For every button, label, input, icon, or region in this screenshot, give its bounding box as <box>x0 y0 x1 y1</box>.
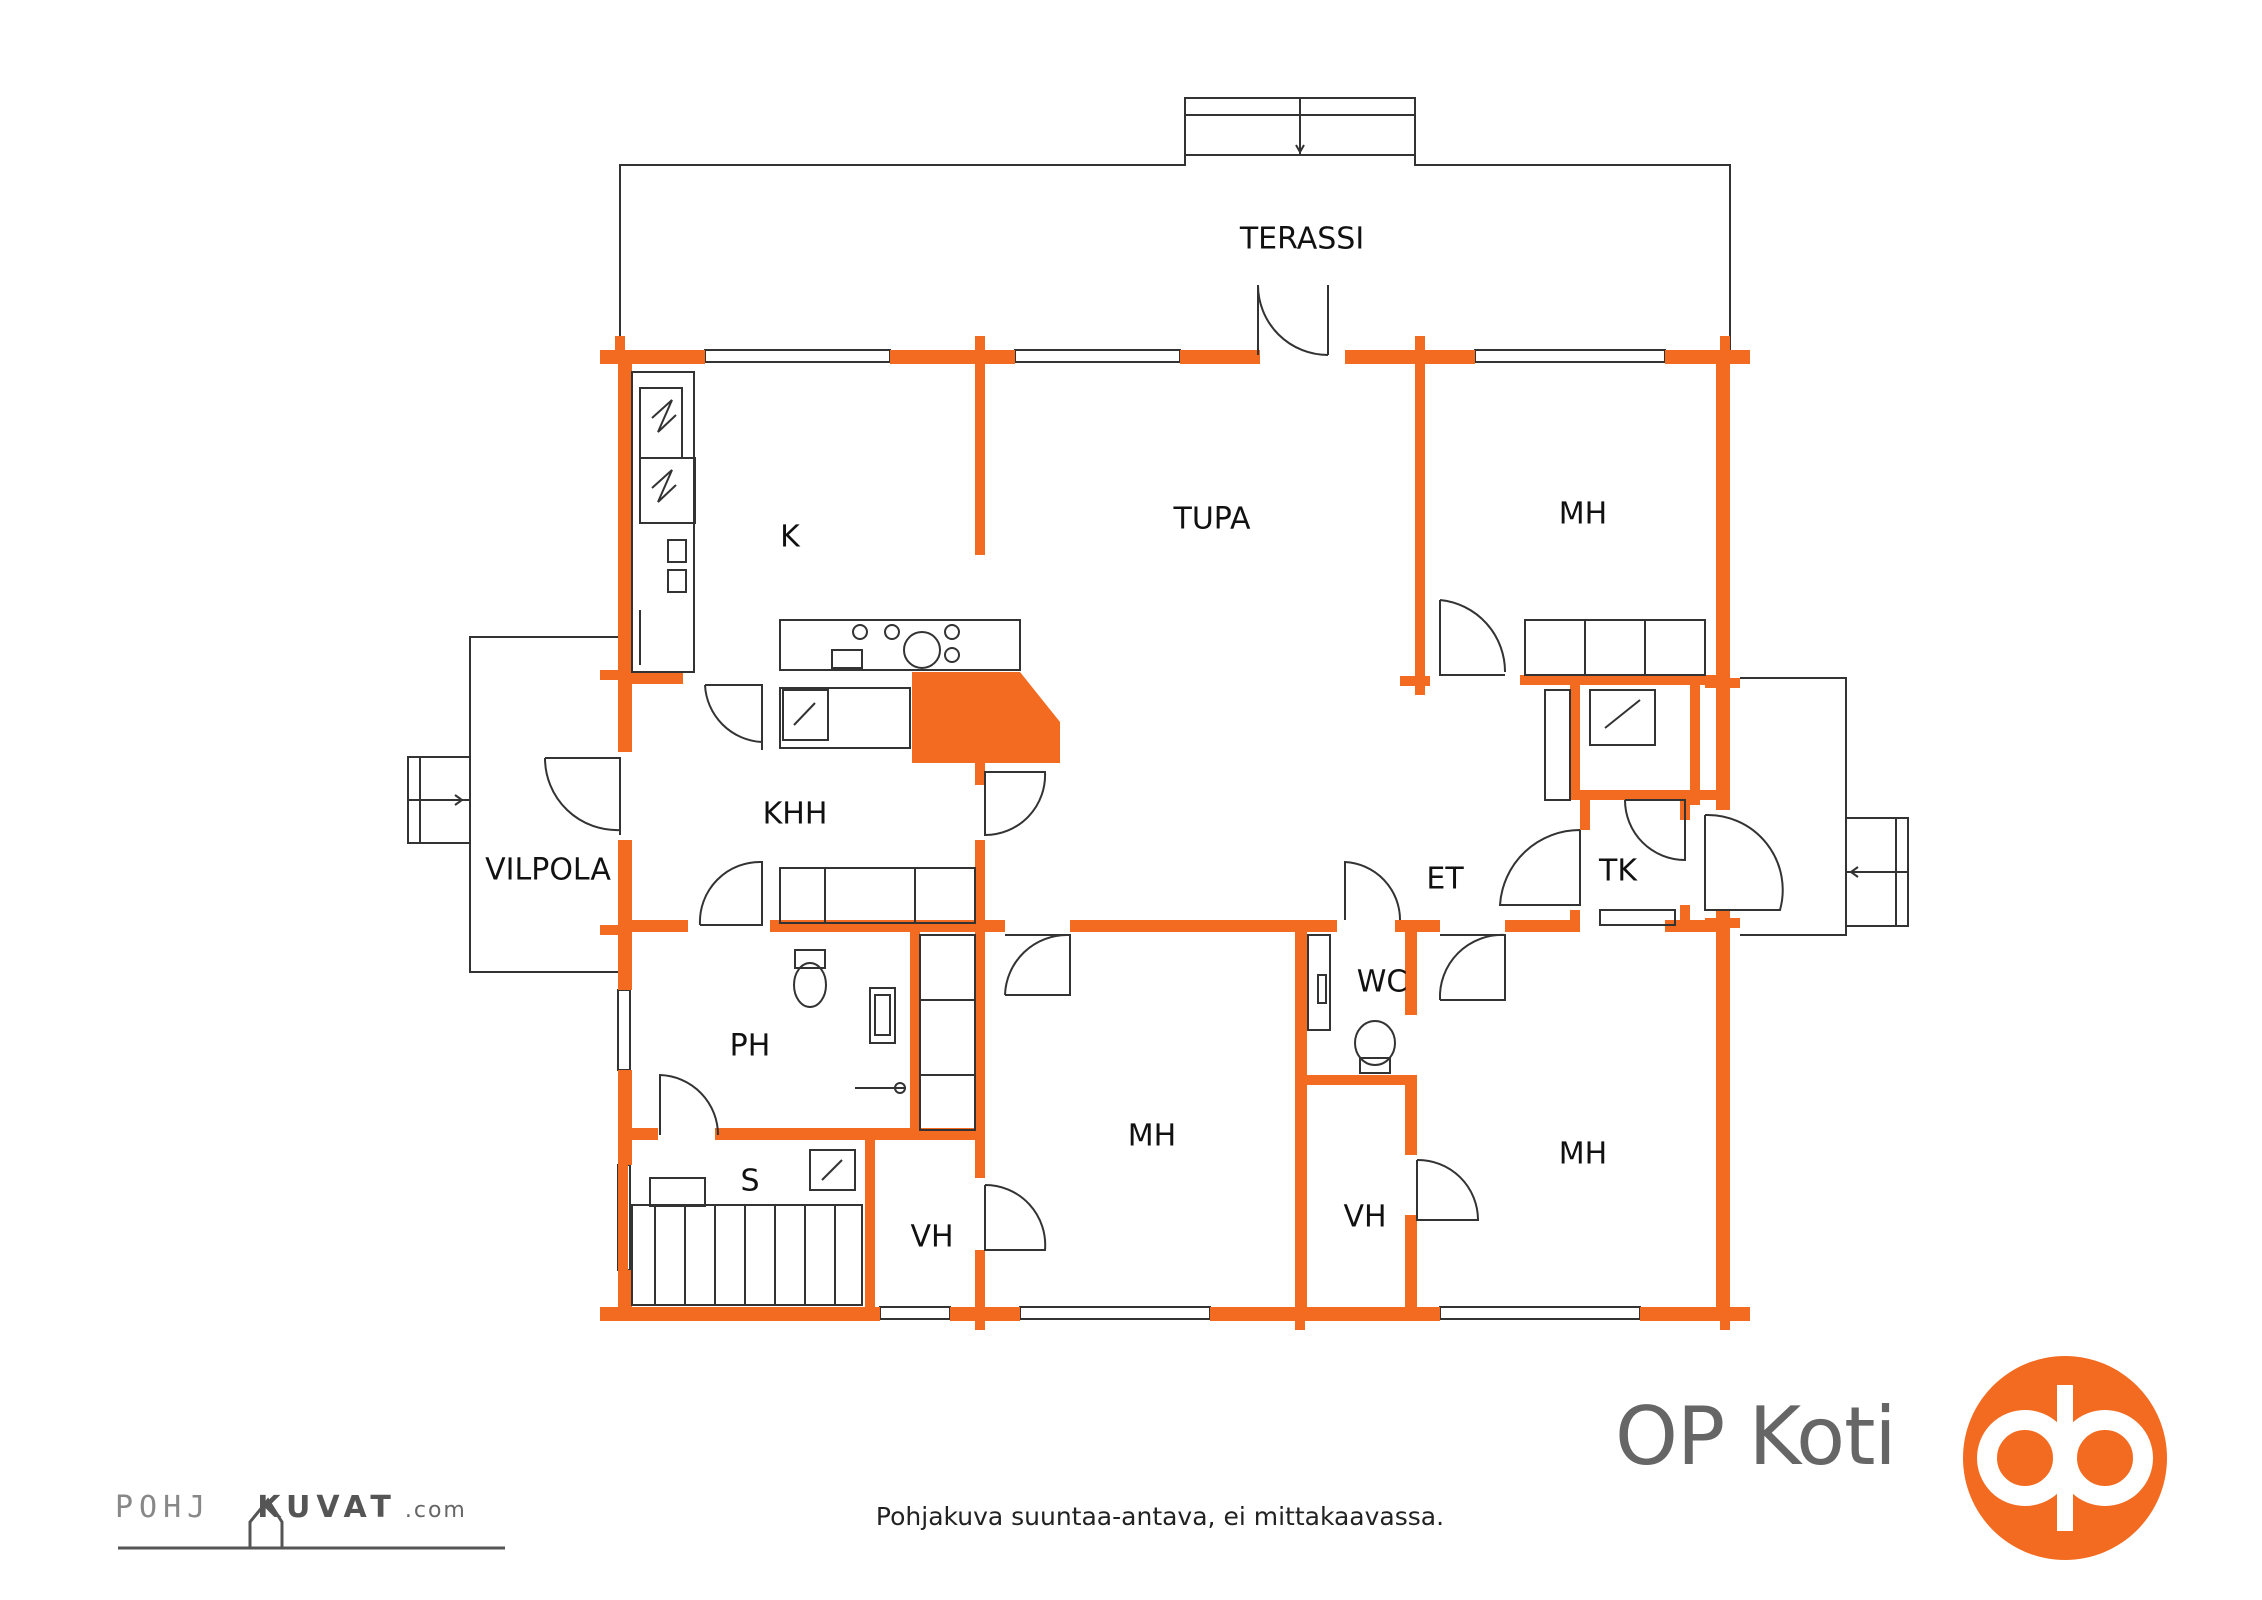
op-logo-icon <box>1963 1356 2167 1560</box>
walls <box>600 336 1750 1330</box>
vilpola-outline <box>407 636 622 973</box>
windows <box>617 349 1666 1320</box>
fixtures <box>631 371 1706 1306</box>
room-label-tk: TK <box>1598 854 1638 889</box>
room-label-k: K <box>780 520 801 555</box>
pohjakuvat-logo-right: KUVAT <box>257 1490 397 1525</box>
room-label-terassi: TERASSI <box>1239 222 1364 257</box>
room-label-mh-mid: MH <box>1128 1119 1176 1154</box>
pohjakuvat-logo-left: POHJ <box>115 1490 212 1525</box>
room-label-khh: KHH <box>763 797 828 832</box>
room-label-mh-top: MH <box>1559 497 1607 532</box>
room-label-s: S <box>740 1164 759 1199</box>
room-label-vh-right: VH <box>1343 1200 1386 1235</box>
pohjakuvat-logo: POHJ KUVAT .com <box>115 1490 467 1550</box>
room-label-tupa: TUPA <box>1173 502 1251 537</box>
room-label-ph: PH <box>730 1029 771 1064</box>
room-label-vh-left: VH <box>910 1220 953 1255</box>
doors <box>543 284 1784 1251</box>
room-label-wc: WC <box>1357 965 1408 1000</box>
pohjakuvat-logo-com: .com <box>404 1498 467 1523</box>
brand-name: OP Koti <box>1615 1390 1897 1483</box>
terrace-outline <box>619 97 1731 355</box>
room-label-mh-right: MH <box>1559 1137 1607 1172</box>
room-label-et: ET <box>1426 862 1464 897</box>
room-labels: TERASSI K TUPA MH KHH VILPOLA ET TK WC P… <box>485 222 1638 1255</box>
pohjakuvat-logo-icon <box>118 1497 505 1550</box>
disclaimer-text: Pohjakuva suuntaa-antava, ei mittakaavas… <box>875 1502 1445 1531</box>
entrance-outline <box>1740 677 1909 936</box>
room-label-vilpola: VILPOLA <box>485 853 611 888</box>
